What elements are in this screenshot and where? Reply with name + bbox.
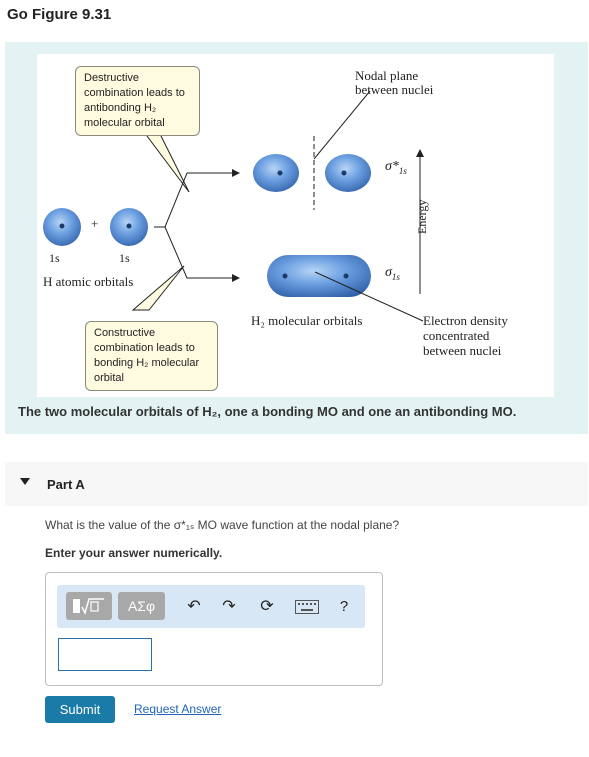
density-label: Electron density concentrated between nu…: [423, 313, 508, 358]
figure-image: Destructive combination leads to antibon…: [37, 54, 554, 397]
nodal-plane-label: Nodal plane between nuclei: [355, 68, 434, 97]
part-label: Part A: [47, 477, 85, 492]
mo-label: H₂ molecular orbitals: [251, 313, 363, 328]
energy-label: Energy: [415, 199, 429, 234]
antibonding-lobe-left: [253, 154, 299, 192]
submit-button[interactable]: Submit: [45, 696, 115, 723]
antibonding-lobe-right: [325, 154, 371, 192]
figure-title: Go Figure 9.31: [7, 6, 112, 23]
sigma-star-label: σ*1s: [385, 159, 407, 176]
answer-input[interactable]: [58, 638, 152, 671]
atomic-label-1: 1s: [49, 251, 60, 265]
callout-destructive: Destructive combination leads to antibon…: [75, 66, 200, 136]
callout-constructive: Constructive combination leads to bondin…: [85, 321, 218, 391]
help-icon[interactable]: ?: [339, 598, 349, 615]
keyboard-icon[interactable]: [295, 596, 319, 618]
fraction-sqrt-template-icon[interactable]: [66, 592, 112, 620]
question-text: What is the value of the σ*₁ₛ MO wave fu…: [45, 518, 400, 532]
atomic-orbitals-label: H atomic orbitals: [43, 274, 134, 289]
plus-sign: +: [91, 216, 99, 231]
redo-icon[interactable]: ↷: [222, 598, 236, 615]
mo-diagram: [43, 90, 424, 322]
sigma-label: σ1s: [385, 265, 400, 282]
reset-icon[interactable]: ⟳: [260, 598, 274, 615]
figure-panel: Destructive combination leads to antibon…: [5, 42, 588, 434]
figure-caption: The two molecular orbitals of H₂, one a …: [18, 404, 517, 419]
atomic-label-2: 1s: [119, 251, 130, 265]
bonding-orbital: [267, 255, 371, 297]
callout-top-pointer: [143, 131, 190, 193]
greek-symbols-button[interactable]: AΣφ: [118, 592, 165, 620]
collapse-arrow-icon[interactable]: [20, 478, 30, 485]
request-answer-link[interactable]: Request Answer: [134, 702, 222, 716]
part-a-header[interactable]: [5, 462, 588, 506]
undo-icon[interactable]: ↶: [187, 598, 201, 615]
instruction-text: Enter your answer numerically.: [45, 546, 223, 560]
callout-bottom-pointer: [131, 265, 185, 311]
